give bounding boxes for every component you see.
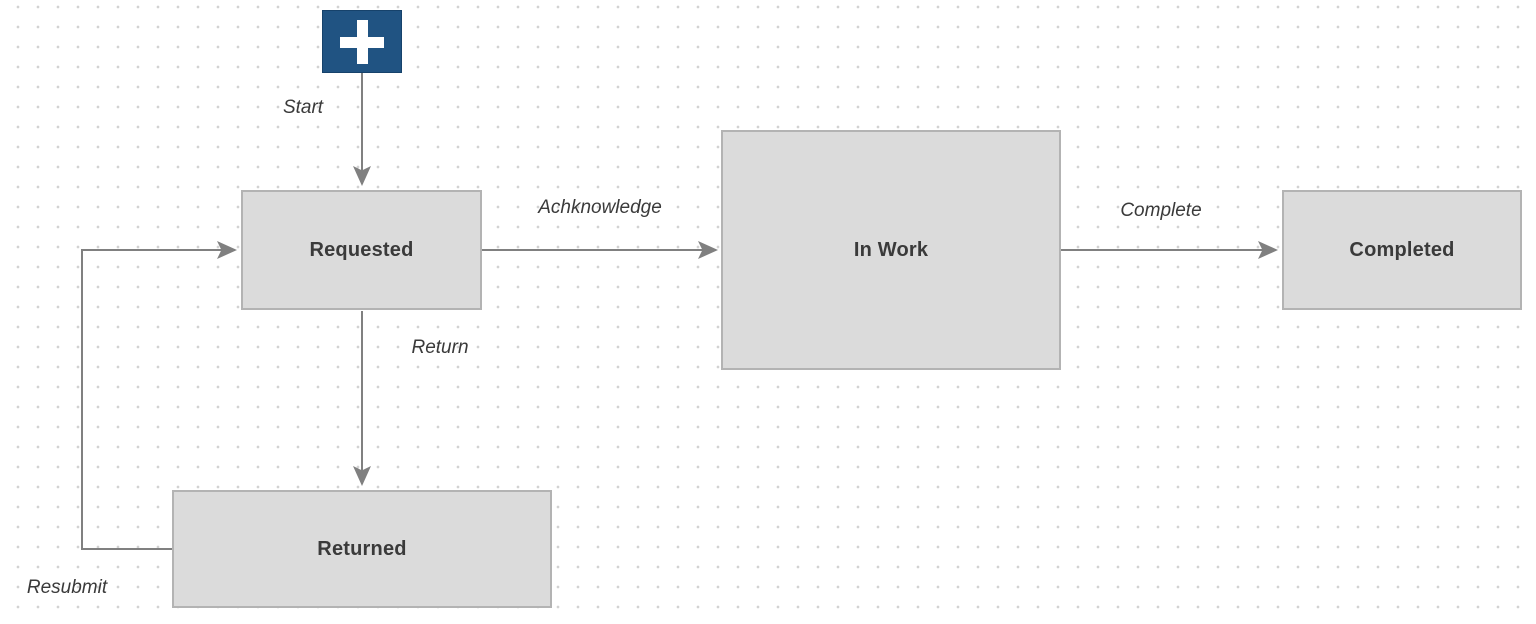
node-start[interactable] [322, 10, 402, 73]
node-returned-label: Returned [317, 537, 407, 560]
edge-label-acknowledge[interactable]: Achknowledge [538, 197, 662, 218]
edge-label-resubmit[interactable]: Resubmit [26, 577, 108, 598]
edge-label-start[interactable]: Start [282, 97, 324, 118]
edge-label-complete[interactable]: Complete [1120, 200, 1202, 221]
node-completed-label: Completed [1349, 238, 1455, 261]
node-requested[interactable]: Requested [241, 190, 482, 310]
edge-resubmit-connector[interactable] [81, 241, 237, 550]
plus-icon [340, 19, 384, 64]
edge-label-return[interactable]: Return [411, 337, 469, 358]
node-requested-label: Requested [309, 238, 414, 261]
node-returned[interactable]: Returned [172, 490, 552, 608]
node-completed[interactable]: Completed [1282, 190, 1522, 310]
node-in-work[interactable]: In Work [721, 130, 1061, 370]
node-in-work-label: In Work [853, 238, 929, 261]
